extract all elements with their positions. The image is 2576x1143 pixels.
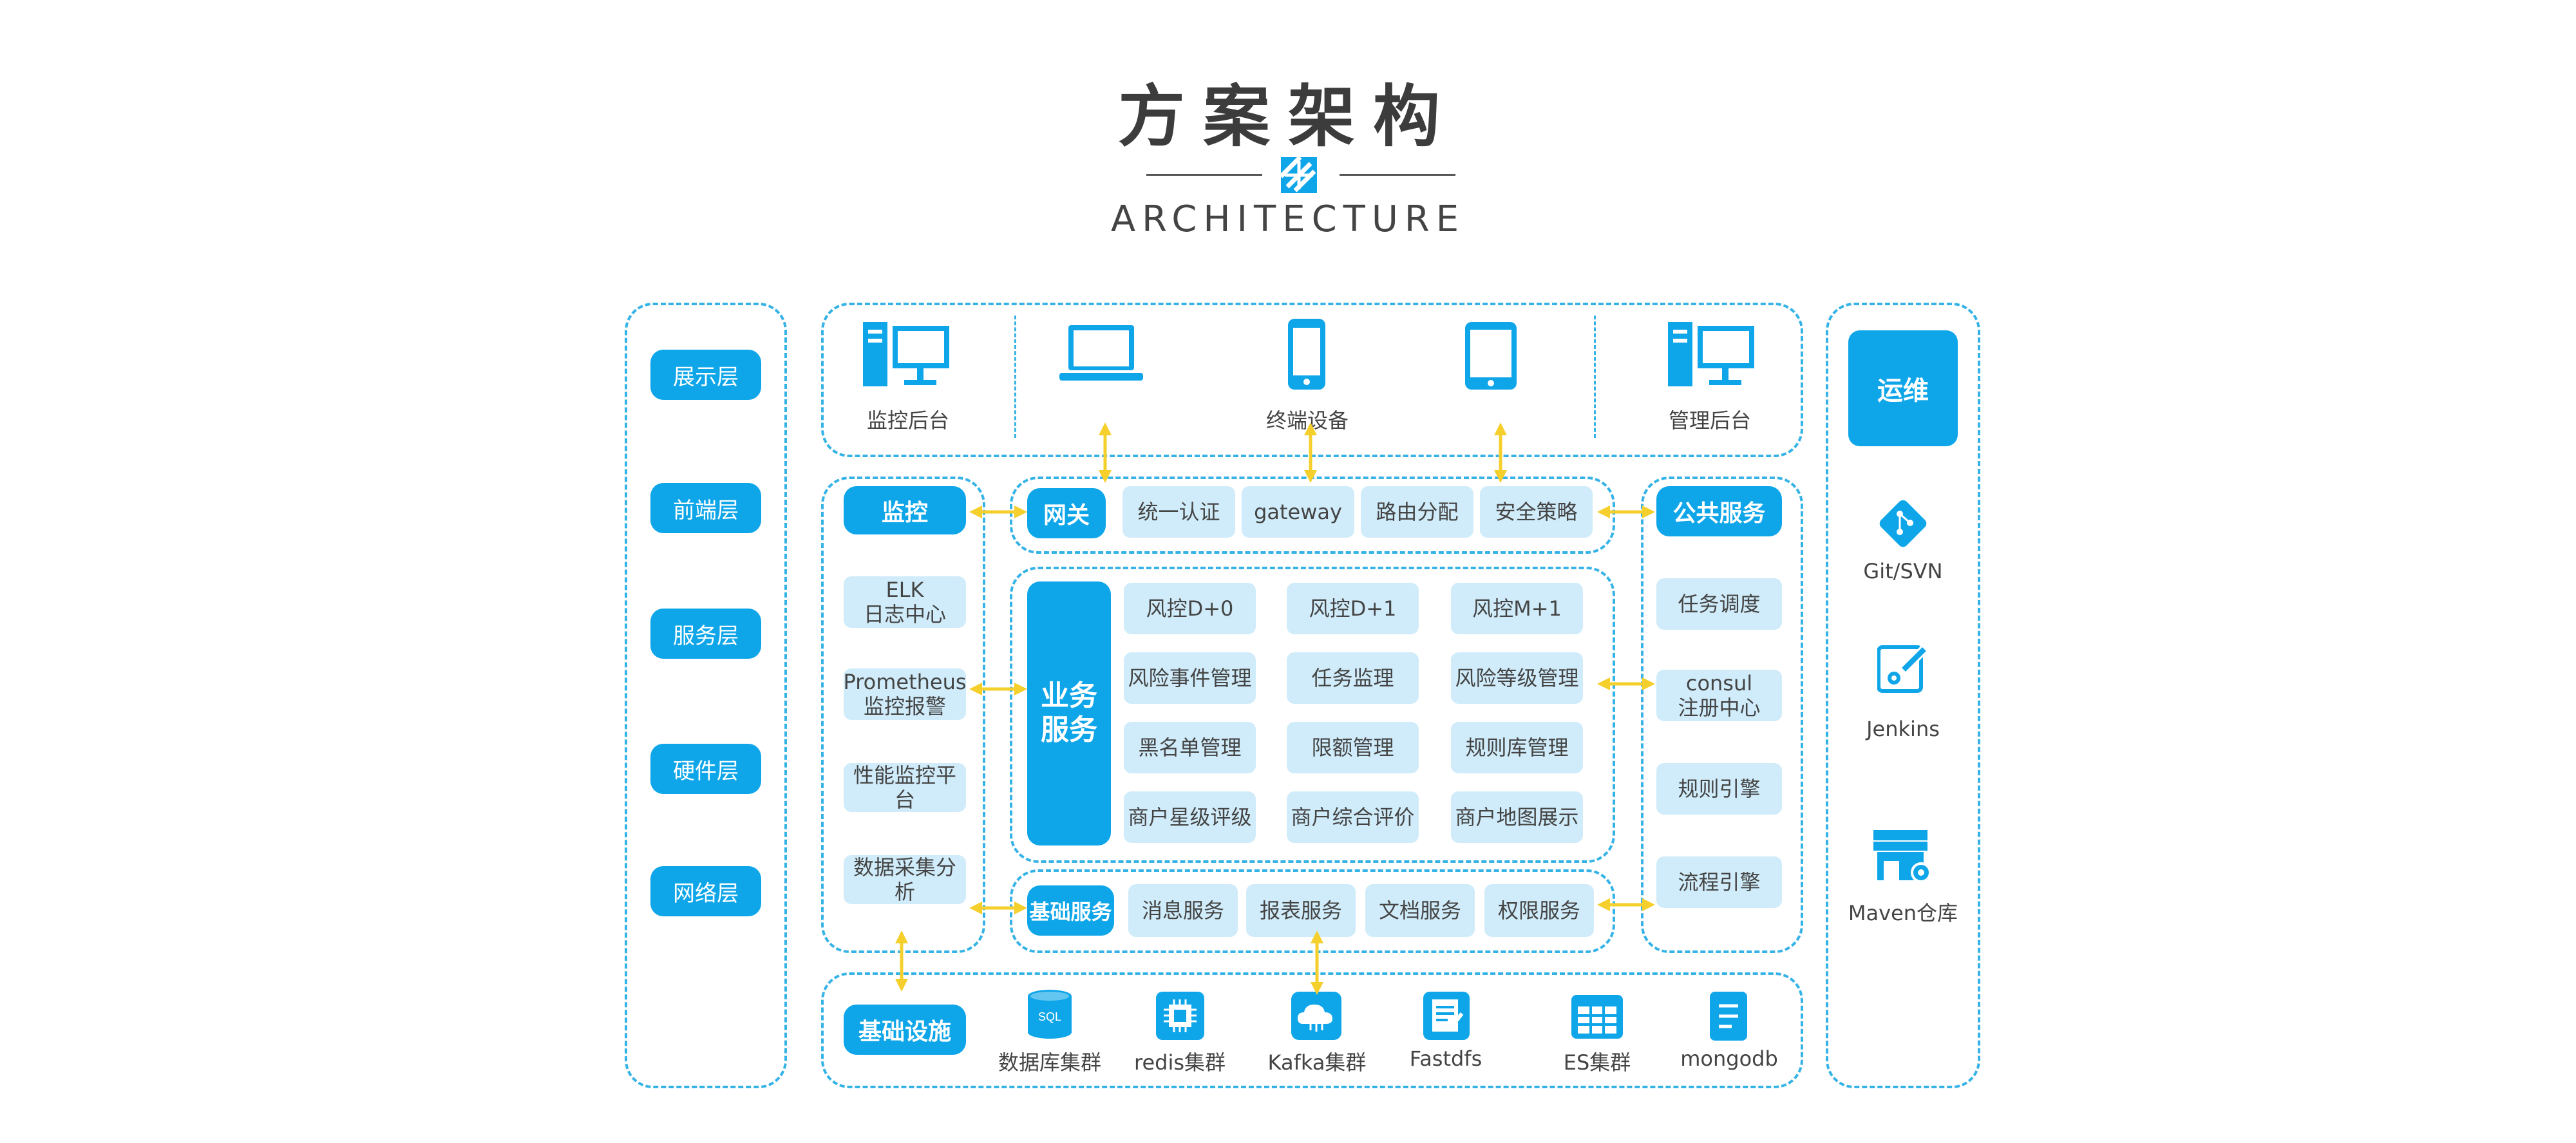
title-divider-right xyxy=(1340,174,1455,176)
base-service-item: 权限服务 xyxy=(1484,884,1594,937)
tablet-icon xyxy=(1465,322,1517,390)
public-service-item: 流程引擎 xyxy=(1656,856,1782,908)
gateway-auth: 统一认证 xyxy=(1122,486,1235,538)
infra-item: ES集群 xyxy=(1563,1050,1631,1075)
infra-item: mongodb xyxy=(1680,1046,1778,1071)
layers-column xyxy=(625,303,787,1088)
mongodb-icon xyxy=(1710,992,1747,1041)
jenkins-icon xyxy=(1877,644,1929,693)
display-monitor-label: 监控后台 xyxy=(866,408,949,433)
layer-display: 展示层 xyxy=(650,350,761,400)
logo-icon xyxy=(1279,155,1317,193)
page-title: 方案架构 xyxy=(1117,77,1458,156)
ops-box xyxy=(1826,303,1980,1088)
business-item: 任务监理 xyxy=(1287,652,1419,704)
ops-tool: Maven仓库 xyxy=(1848,901,1958,925)
business-item: 限额管理 xyxy=(1287,722,1419,773)
business-item: 商户星级评级 xyxy=(1124,791,1256,843)
display-divider-right xyxy=(1594,316,1596,438)
business-item: 风控D+1 xyxy=(1287,583,1419,634)
layer-network: 网络层 xyxy=(650,866,761,916)
layer-frontend: 前端层 xyxy=(650,483,761,533)
business-item: 风险等级管理 xyxy=(1451,652,1583,704)
public-service-box xyxy=(1641,477,1803,953)
git-icon xyxy=(1879,500,1927,547)
page-subtitle: ARCHITECTURE xyxy=(1110,198,1466,240)
public-service-item: consul 注册中心 xyxy=(1656,670,1782,721)
ops-title: 运维 xyxy=(1848,330,1958,446)
infra-item: 数据库集群 xyxy=(998,1050,1101,1075)
infra-item: Kafka集群 xyxy=(1267,1050,1367,1075)
base-service-title: 基础服务 xyxy=(1027,885,1114,936)
fastdfs-doc-icon xyxy=(1423,992,1470,1040)
monitor-performance: 性能监控平台 xyxy=(844,763,966,812)
business-item: 商户地图展示 xyxy=(1451,791,1583,843)
ops-tool: Jenkins xyxy=(1866,717,1940,741)
layer-hardware: 硬件层 xyxy=(650,744,761,794)
infra-item: redis集群 xyxy=(1133,1050,1226,1075)
laptop-icon xyxy=(1059,325,1143,381)
ops-tool: Git/SVN xyxy=(1863,559,1943,583)
display-divider-left xyxy=(1014,316,1016,438)
business-item: 风控M+1 xyxy=(1451,583,1583,634)
gateway-gateway: gateway xyxy=(1242,486,1354,538)
layer-service: 服务层 xyxy=(650,609,761,659)
es-table-icon xyxy=(1571,995,1623,1039)
business-item: 风控D+0 xyxy=(1124,583,1256,634)
infra-title: 基础设施 xyxy=(844,1005,966,1055)
monitor-prometheus: Prometheus 监控报警 xyxy=(843,668,967,720)
title-divider-left xyxy=(1146,174,1262,176)
base-service-item: 消息服务 xyxy=(1128,884,1238,937)
public-service-item: 规则引擎 xyxy=(1656,763,1782,815)
public-service-title: 公共服务 xyxy=(1656,486,1782,536)
base-service-item: 报表服务 xyxy=(1246,884,1356,937)
display-terminal-label: 终端设备 xyxy=(1265,408,1349,433)
sql-text: SQL xyxy=(1038,1010,1061,1023)
monitor-elk: ELK 日志中心 xyxy=(844,576,966,628)
monitor-data-collection: 数据采集分析 xyxy=(844,855,966,904)
gateway-title: 网关 xyxy=(1027,488,1106,538)
database-icon: SQL xyxy=(1028,990,1072,1039)
business-item: 规则库管理 xyxy=(1451,722,1583,773)
public-service-item: 任务调度 xyxy=(1656,578,1782,630)
business-item: 黑名单管理 xyxy=(1124,722,1256,773)
phone-icon xyxy=(1288,319,1325,390)
business-item: 商户综合评价 xyxy=(1287,791,1419,843)
base-service-item: 文档服务 xyxy=(1365,884,1475,937)
redis-chip-icon xyxy=(1156,992,1204,1040)
business-box xyxy=(1010,567,1615,863)
admin-desktop-icon xyxy=(1668,322,1754,386)
monitor-desktop-icon xyxy=(863,322,949,386)
gateway-security: 安全策略 xyxy=(1480,486,1593,538)
maven-store-icon xyxy=(1873,830,1931,883)
display-admin-label: 管理后台 xyxy=(1668,408,1751,433)
gateway-routing: 路由分配 xyxy=(1361,486,1473,538)
business-title: 业务 服务 xyxy=(1027,581,1111,845)
infra-item: Fastdfs xyxy=(1409,1046,1482,1071)
business-item: 风险事件管理 xyxy=(1124,652,1256,704)
monitor-title: 监控 xyxy=(844,486,966,534)
kafka-cloud-icon xyxy=(1291,992,1341,1040)
